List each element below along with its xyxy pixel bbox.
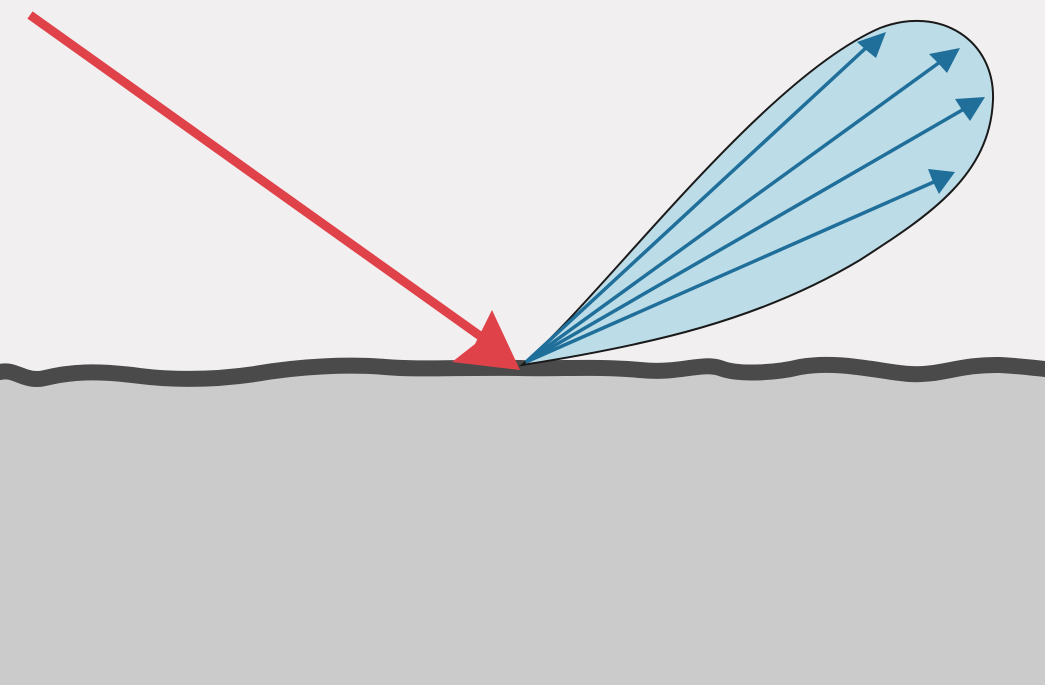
rough-surface-line bbox=[0, 356, 1045, 387]
reflected-ray-4 bbox=[525, 169, 955, 364]
material-body bbox=[0, 364, 1045, 685]
reflected-ray-1 bbox=[524, 32, 886, 364]
reflected-ray-2-arrowhead bbox=[929, 48, 960, 73]
incident-ray-shaft bbox=[27, 11, 493, 347]
incident-ray bbox=[27, 11, 520, 370]
incident-ray-arrowhead bbox=[452, 310, 520, 370]
reflected-ray-3-arrowhead bbox=[955, 97, 985, 121]
reflected-ray-2 bbox=[524, 48, 960, 364]
reflected-ray-1-arrowhead bbox=[857, 32, 886, 58]
reflected-rays bbox=[524, 32, 985, 364]
reflected-ray-4-arrowhead bbox=[928, 169, 955, 194]
reflected-ray-3 bbox=[525, 97, 985, 364]
